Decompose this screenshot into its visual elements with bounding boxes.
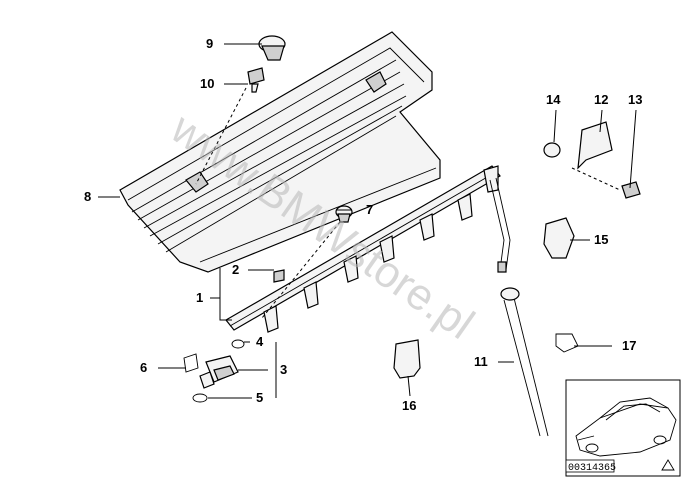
callout-11: 11 bbox=[474, 354, 488, 369]
retaining-clip bbox=[183, 353, 199, 373]
callout-14: 14 bbox=[546, 92, 561, 107]
engine-cover bbox=[119, 31, 441, 273]
callout-17: 17 bbox=[622, 338, 636, 353]
callout-7: 7 bbox=[366, 202, 373, 217]
cap-nut bbox=[258, 35, 286, 61]
callout-12: 12 bbox=[594, 92, 608, 107]
callout-10: 10 bbox=[200, 76, 214, 91]
hex-bolt bbox=[621, 181, 641, 199]
thumbnail-code: 00314365 bbox=[568, 463, 616, 474]
fuel-line bbox=[489, 177, 549, 437]
callout-5: 5 bbox=[256, 390, 263, 405]
injector bbox=[199, 355, 239, 389]
rail-cap bbox=[335, 205, 353, 223]
o-ring-upper bbox=[231, 339, 245, 349]
hose-clamp bbox=[393, 339, 421, 379]
spring-clip bbox=[555, 333, 579, 353]
line-holder bbox=[543, 217, 575, 259]
bracket bbox=[577, 121, 613, 170]
vehicle-thumbnail: 00314365 bbox=[565, 379, 681, 477]
callout-3: 3 bbox=[280, 362, 287, 377]
install-line-bracket bbox=[571, 167, 621, 191]
o-ring-lower bbox=[192, 393, 208, 403]
fuel-rail bbox=[225, 165, 501, 333]
callout-15: 15 bbox=[594, 232, 608, 247]
callout-9: 9 bbox=[206, 36, 213, 51]
hex-nut bbox=[543, 142, 561, 158]
install-line-rail bbox=[261, 221, 341, 319]
callout-1: 1 bbox=[196, 290, 203, 305]
stud-bolt bbox=[247, 67, 265, 93]
callout-6: 6 bbox=[140, 360, 147, 375]
callout-13: 13 bbox=[628, 92, 642, 107]
callout-8: 8 bbox=[84, 189, 91, 204]
callout-16: 16 bbox=[402, 398, 416, 413]
callout-4: 4 bbox=[256, 334, 264, 349]
callout-2: 2 bbox=[232, 262, 239, 277]
rail-plug bbox=[273, 269, 285, 283]
install-line-cover bbox=[195, 87, 247, 185]
warning-triangle-icon bbox=[661, 459, 675, 471]
